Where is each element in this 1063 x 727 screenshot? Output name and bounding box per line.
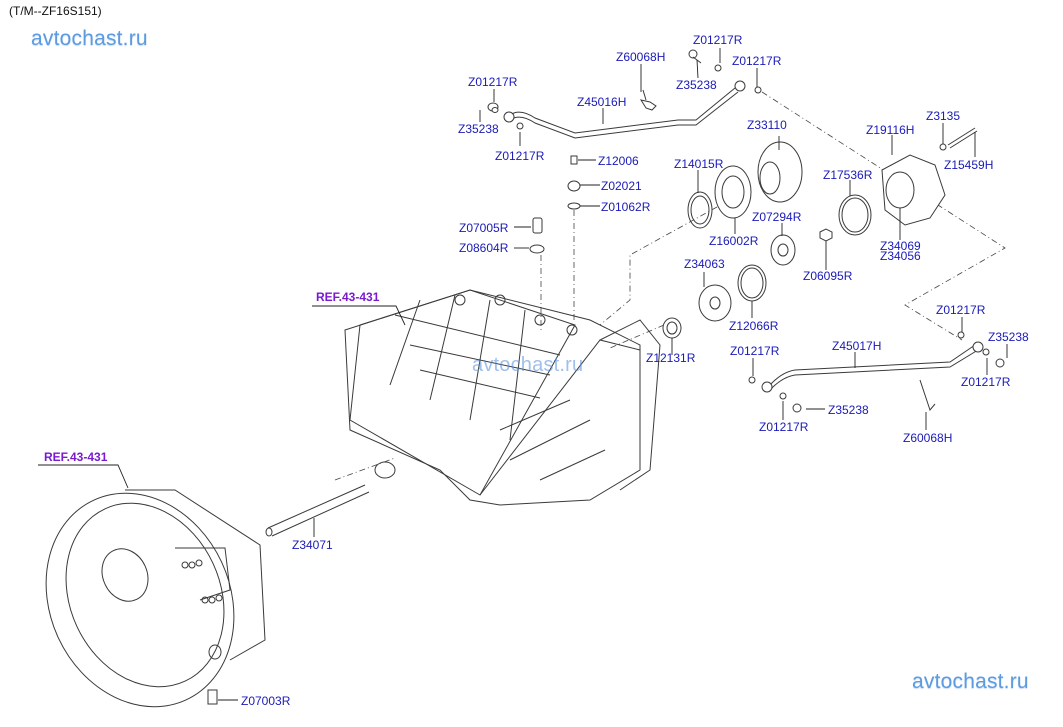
label-leader-lines <box>218 48 1008 701</box>
label-z12131r[interactable]: Z12131R <box>646 351 696 365</box>
label-z60068h-upper[interactable]: Z60068H <box>616 50 665 64</box>
label-z01217r-left[interactable]: Z01217R <box>468 75 518 89</box>
label-z60068h-lower[interactable]: Z60068H <box>903 431 952 445</box>
assembly-centerlines <box>334 91 1006 481</box>
ref-label-clutch-housing[interactable]: REF.43-431 <box>44 450 108 464</box>
label-z45017h[interactable]: Z45017H <box>832 339 881 353</box>
upper-oil-pipe <box>487 49 762 139</box>
label-z35238-lower[interactable]: Z35238 <box>828 403 869 417</box>
label-z01217r-lower-left[interactable]: Z01217R <box>730 344 780 358</box>
label-z01217r-lower-bottom[interactable]: Z01217R <box>759 420 809 434</box>
label-z14015r[interactable]: Z14015R <box>674 157 724 171</box>
label-z15459h[interactable]: Z15459H <box>944 158 993 172</box>
watermark-bottom: avtochast.ru <box>912 670 1029 693</box>
label-z34069[interactable]: Z34069 <box>880 239 921 253</box>
main-gearbox-case <box>344 289 661 506</box>
label-z16002r[interactable]: Z16002R <box>709 234 759 248</box>
lower-oil-pipe <box>748 331 1005 413</box>
watermark-top: avtochast.ru <box>31 27 148 50</box>
label-z34063[interactable]: Z34063 <box>684 257 725 271</box>
label-z35238-left[interactable]: Z35238 <box>458 122 499 136</box>
label-z12066r[interactable]: Z12066R <box>729 319 779 333</box>
label-z17536r[interactable]: Z17536R <box>823 168 873 182</box>
ref-label-main-case[interactable]: REF.43-431 <box>316 290 380 304</box>
label-z35238-top[interactable]: Z35238 <box>676 78 717 92</box>
label-z01217r-top[interactable]: Z01217R <box>693 33 743 47</box>
part-labels: Z60068H Z01217R Z35238 Z01217R Z01217R Z… <box>241 33 1029 708</box>
label-z02021[interactable]: Z02021 <box>601 179 642 193</box>
ref-leader-main <box>312 305 406 326</box>
model-code-title: (T/M--ZF16S151) <box>9 4 102 18</box>
label-z01217r-topright[interactable]: Z01217R <box>732 54 782 68</box>
label-z06095r[interactable]: Z06095R <box>803 269 853 283</box>
label-z33110[interactable]: Z33110 <box>747 118 787 132</box>
label-z34056[interactable]: Z34056 <box>880 249 921 263</box>
label-z07294r[interactable]: Z07294R <box>752 210 802 224</box>
label-z01217r-lower-right-bottom[interactable]: Z01217R <box>961 375 1011 389</box>
label-z01217r-below[interactable]: Z01217R <box>495 149 545 163</box>
ref-leader-housing <box>38 464 129 489</box>
label-z01062r[interactable]: Z01062R <box>601 200 651 214</box>
label-z01217r-lower-right-top[interactable]: Z01217R <box>936 303 986 317</box>
label-z07005r[interactable]: Z07005R <box>459 221 509 235</box>
label-z3135[interactable]: Z3135 <box>926 109 960 123</box>
label-z19116h[interactable]: Z19116H <box>866 123 914 137</box>
clutch-housing <box>45 489 266 708</box>
shift-rod <box>265 484 370 537</box>
watermark-center: avtochast.ru <box>472 354 584 376</box>
label-z12006[interactable]: Z12006 <box>598 154 639 168</box>
label-z45016h[interactable]: Z45016H <box>577 95 626 109</box>
output-flange-group <box>662 127 978 339</box>
top-plugs <box>529 155 581 254</box>
label-z08604r[interactable]: Z08604R <box>459 241 509 255</box>
label-z07003r[interactable]: Z07003R <box>241 694 291 708</box>
label-z34071[interactable]: Z34071 <box>292 538 333 552</box>
label-z35238-lower-right[interactable]: Z35238 <box>988 330 1029 344</box>
